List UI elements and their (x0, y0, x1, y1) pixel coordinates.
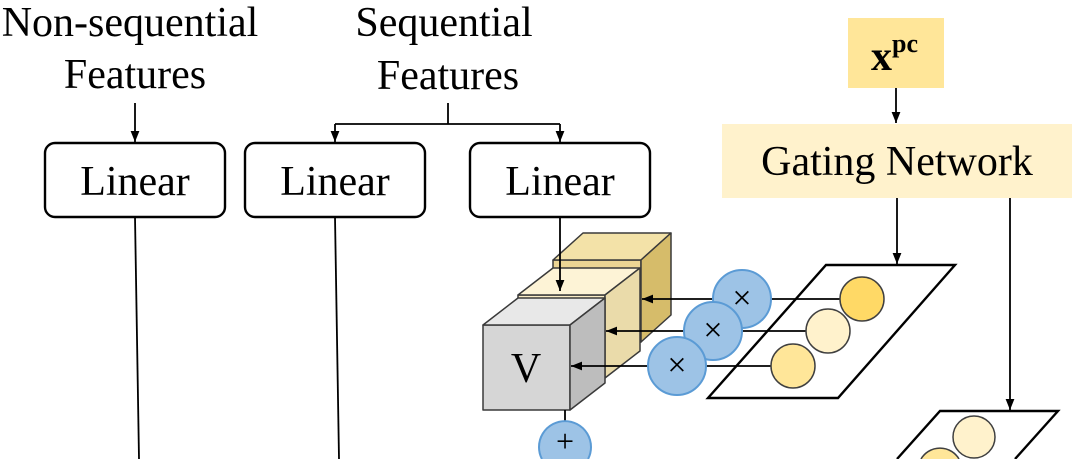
pc-input-superscript: pc (892, 29, 918, 58)
linear-label: Linear (80, 159, 190, 205)
pc-input-label: xpc (871, 29, 918, 80)
linear-label: Linear (505, 159, 615, 205)
non-sequential-linear-output (134, 216, 140, 459)
multiply-operator-3: × (647, 336, 707, 396)
multiply-circle (647, 336, 707, 396)
plus-icon: + (556, 423, 574, 459)
gating-network-box (722, 124, 1072, 198)
linear-layer-sequential-left: Linear (243, 141, 427, 219)
add-circle (538, 420, 592, 459)
gate-weight-circle-1 (839, 276, 885, 322)
value-cube-side (569, 297, 606, 411)
value-cube-label: V (511, 346, 541, 392)
multiply-icon: × (667, 347, 686, 384)
multiply-icon: × (703, 312, 722, 349)
gate-weight-circle-lower-1 (952, 415, 996, 459)
gating-network-label: Gating Network (761, 139, 1033, 185)
gating-network: Gating Network (722, 124, 1072, 198)
non-sequential-features-label-line1: Non-sequential (2, 0, 259, 46)
linear-layer-sequential-right: Linear (468, 141, 652, 219)
linear-layer-non-sequential: Linear (43, 141, 227, 219)
sequential-features-label-line2: Features (377, 53, 519, 99)
multiply-icon: × (732, 280, 751, 317)
sequential-linear-output (334, 216, 340, 459)
non-sequential-features-label-line2: Features (64, 52, 206, 98)
gate-weight-circle-3 (770, 343, 816, 389)
back-cube-side (640, 232, 672, 343)
pc-input: xpc (848, 18, 944, 88)
sequential-features-label-line1: Sequential (355, 0, 532, 46)
pc-input-box (848, 18, 944, 88)
add-operator: + (538, 420, 592, 459)
gate-weight-circle-2 (805, 308, 851, 354)
value-cube: V (482, 297, 606, 411)
linear-label: Linear (280, 159, 390, 205)
pc-input-base: x (871, 34, 892, 80)
gate-weight-circle-lower-2 (920, 447, 960, 459)
